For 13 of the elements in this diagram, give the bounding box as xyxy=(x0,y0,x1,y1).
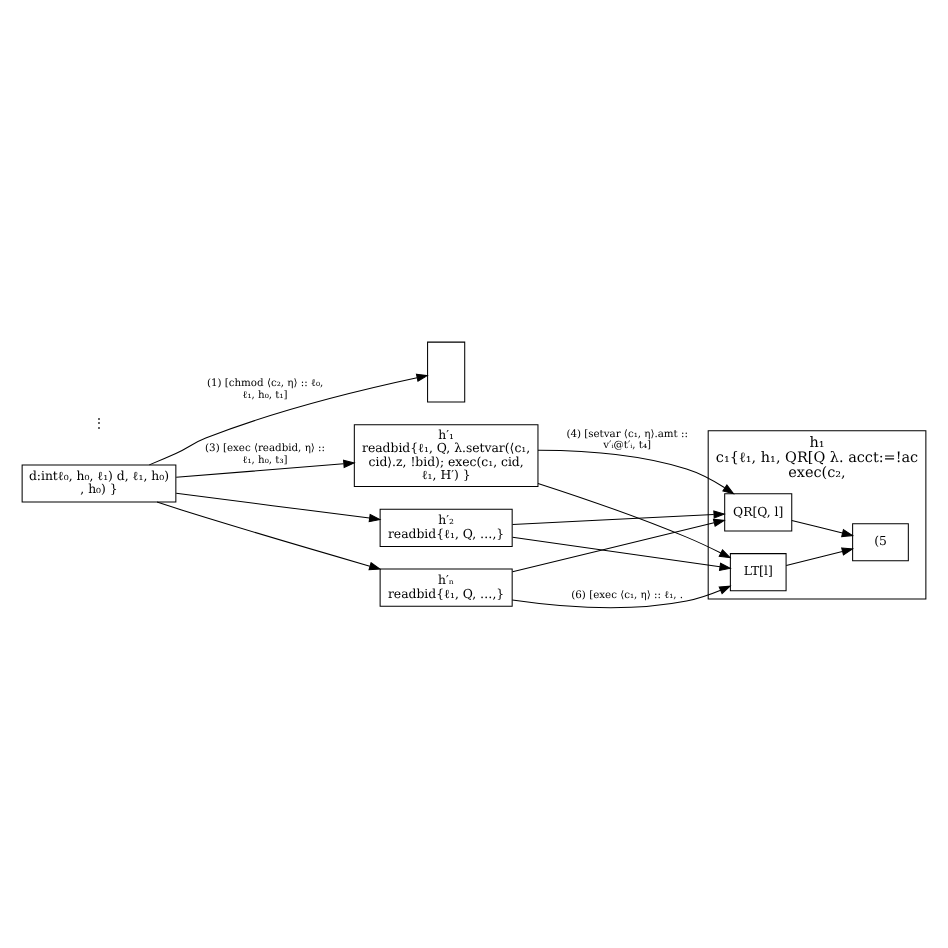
arrow xyxy=(148,372,429,465)
arrow xyxy=(785,546,855,565)
arrow xyxy=(512,509,726,525)
node-box xyxy=(427,340,466,402)
arrow xyxy=(511,584,732,608)
arrow xyxy=(512,535,732,571)
arrow xyxy=(512,517,726,572)
arrow xyxy=(791,518,855,537)
arrow xyxy=(175,458,356,477)
arrow xyxy=(175,491,382,522)
arrow xyxy=(156,500,382,570)
arrow xyxy=(537,481,732,558)
arrow xyxy=(537,448,735,494)
